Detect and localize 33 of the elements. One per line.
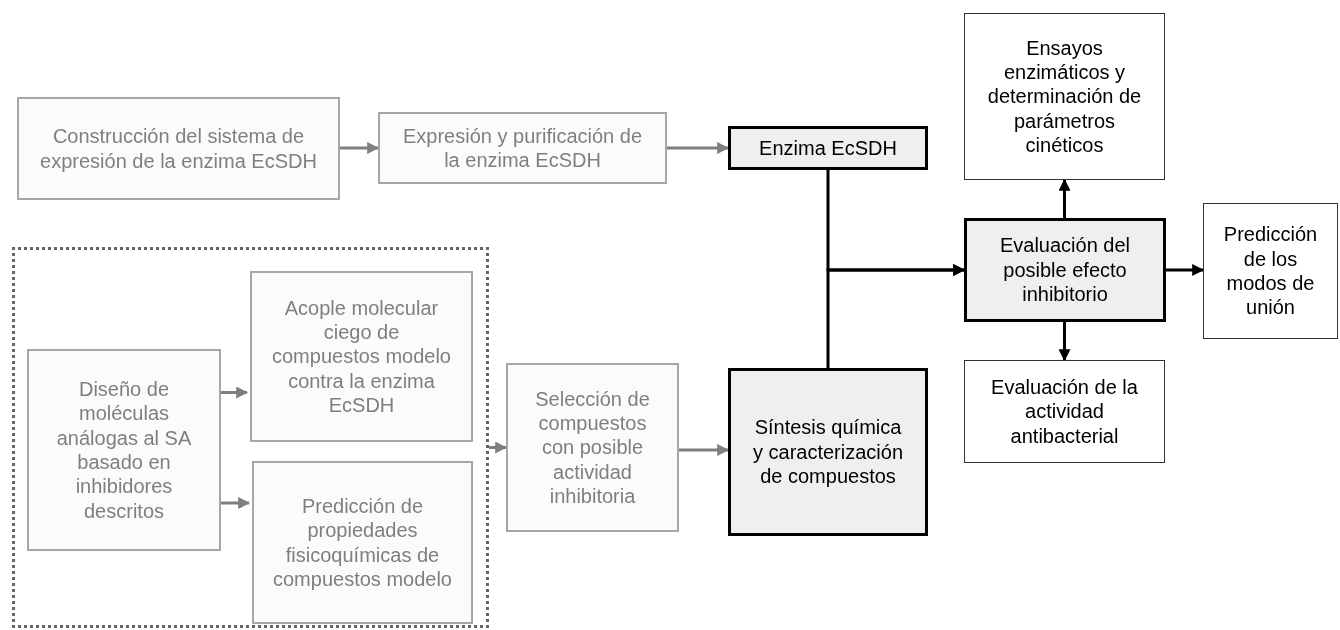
arrow — [826, 264, 966, 368]
node-text: Evaluación de la actividad antibacterial — [990, 374, 1139, 449]
process-box — [250, 271, 473, 442]
node-text: Enzima EcSDH — [759, 135, 897, 161]
arrow — [340, 142, 380, 154]
highlighted-process-box — [964, 218, 1166, 322]
arrow — [1058, 322, 1071, 362]
process-box — [17, 97, 340, 200]
process-box — [378, 112, 667, 184]
node-text: Expresión y purificación de la enzima EcSDH — [402, 123, 643, 173]
node-text: Predicción de propiedades fisicoquímicas de compuestos modelo — [272, 493, 453, 592]
node-text: Acople molecular ciego de compuestos modelo contra la enzima EcSDH — [271, 295, 452, 418]
process-box — [964, 13, 1165, 180]
process-box — [964, 360, 1165, 463]
node-text: Síntesis química y caracterización de compuestos — [751, 415, 905, 489]
process-box — [1203, 203, 1338, 339]
process-box — [252, 461, 473, 624]
node-text: Ensayos enzimáticos y determinación de parámetros cinéticos — [986, 35, 1143, 158]
node-text: Evaluación del posible efecto inhibitorio — [998, 233, 1132, 307]
dotted-group-frame — [12, 247, 489, 628]
process-box — [27, 349, 221, 551]
node-text: Selección de compuestos con posible actividad inhibitoria — [534, 386, 651, 509]
arrow — [489, 441, 508, 454]
arrow — [1166, 264, 1205, 276]
node-text: Diseño de moléculas análogas al SA basado en inhibidores descritos — [55, 376, 193, 524]
arrow — [679, 444, 730, 456]
node-text: Predicción de los modos de unión — [1222, 222, 1319, 320]
process-box — [506, 363, 679, 532]
node-text: Construcción del sistema de expresión de la enzima EcSDH — [39, 124, 318, 173]
arrow — [1058, 178, 1071, 218]
highlighted-process-box — [728, 368, 928, 536]
arrow — [667, 142, 730, 154]
highlighted-process-box — [728, 126, 928, 170]
